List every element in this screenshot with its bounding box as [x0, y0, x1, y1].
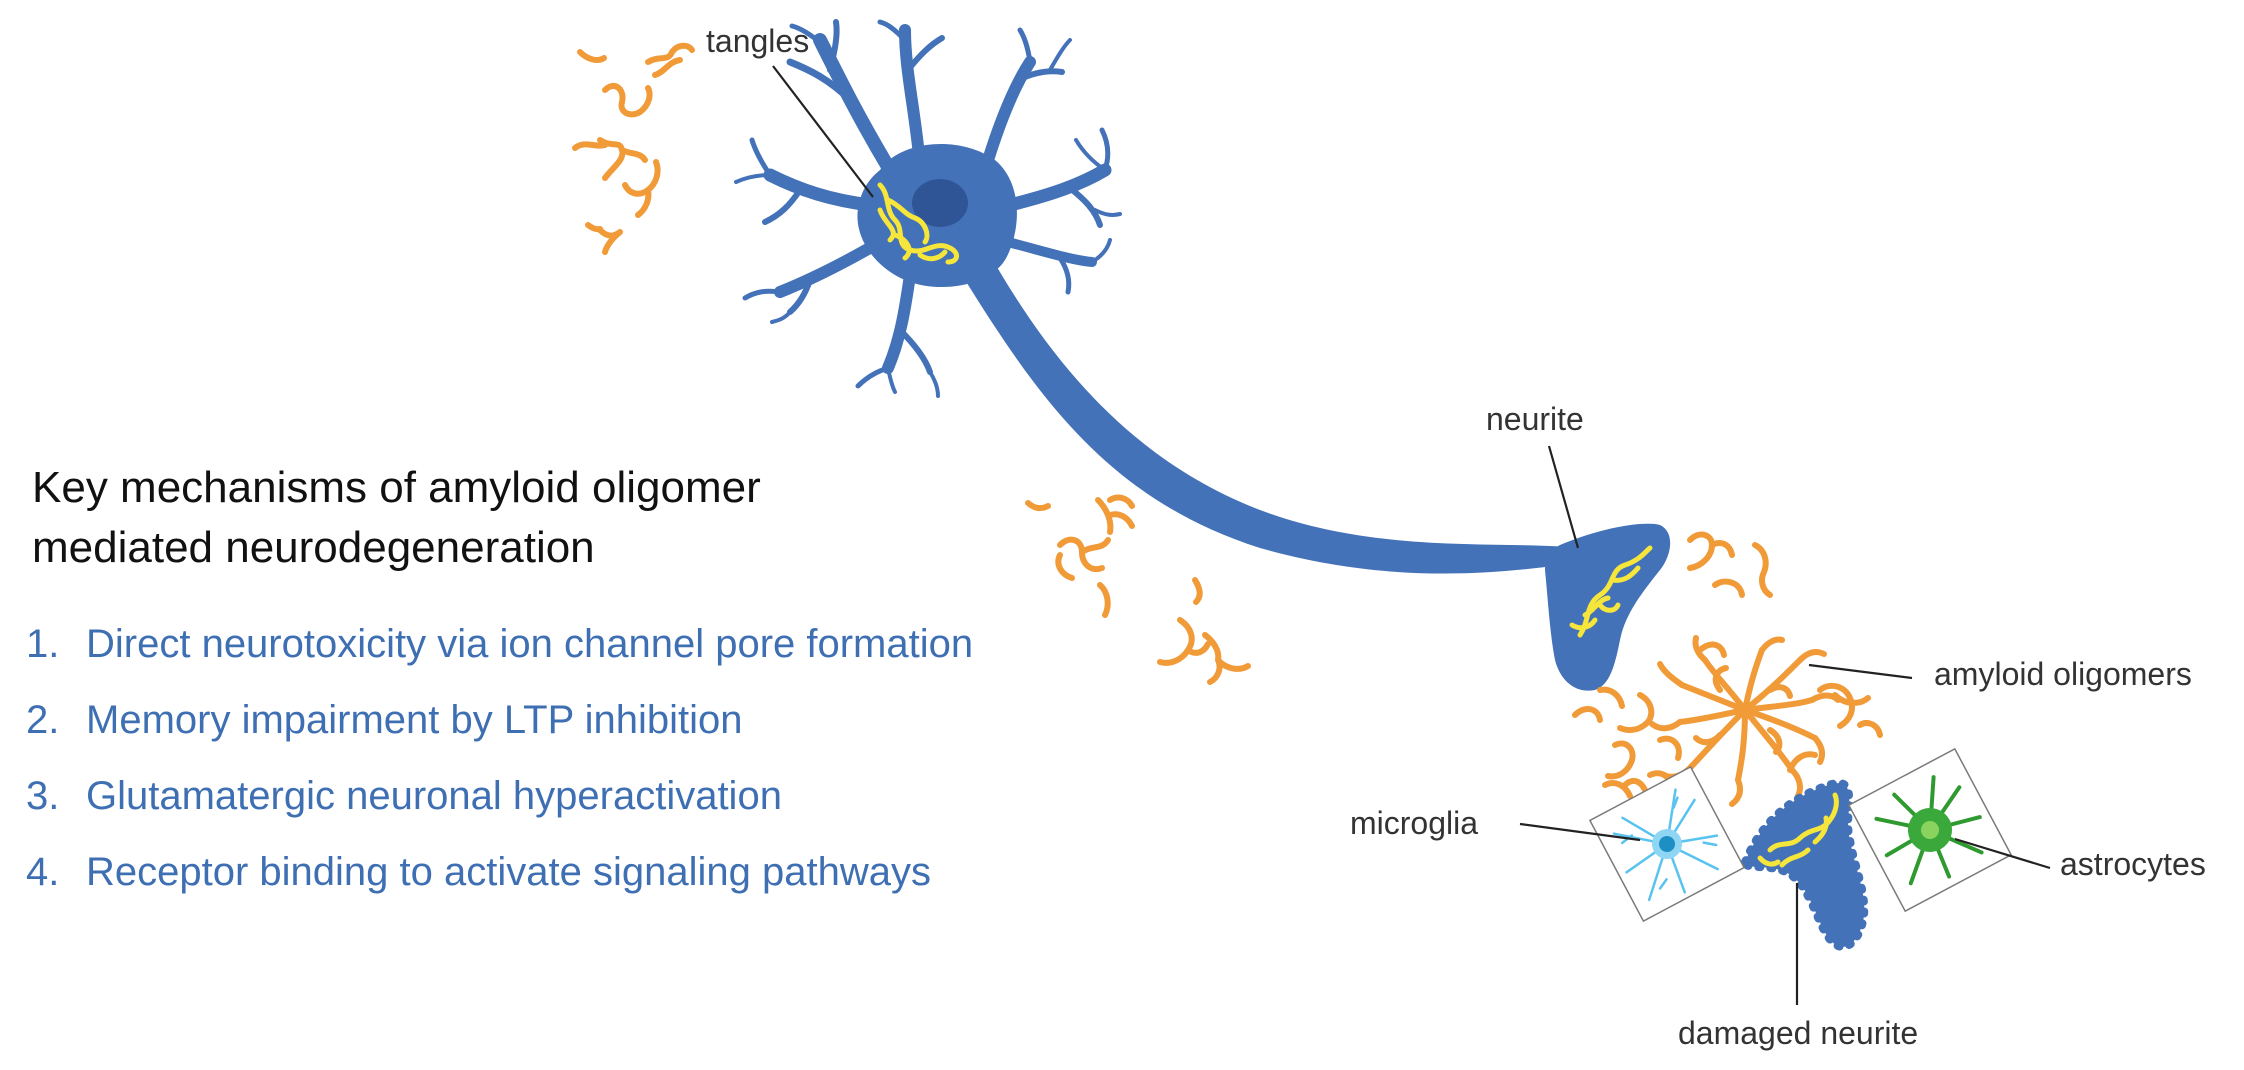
heading-line-2: mediated neurodegeneration — [32, 523, 595, 572]
amyloid-fibrils — [572, 42, 1883, 807]
neurite-tangles — [1569, 545, 1653, 638]
nucleus — [912, 179, 968, 227]
neurite-terminal — [1545, 523, 1671, 691]
label-tangles: tangles — [706, 23, 809, 59]
mechanism-number: 2. — [26, 698, 60, 742]
mechanism-item: 1. Direct neurotoxicity via ion channel p… — [26, 606, 973, 682]
microglia-cell — [1588, 765, 1746, 923]
mechanism-text: Memory impairment by LTP inhibition — [86, 698, 743, 742]
mechanism-number: 4. — [26, 850, 60, 894]
mechanism-item: 3. Glutamatergic neuronal hyperactivation — [26, 758, 973, 834]
amyloid-oligomer-cluster — [1649, 635, 1841, 807]
axon — [965, 255, 1595, 574]
mechanism-list: 1. Direct neurotoxicity via ion channel p… — [26, 606, 973, 910]
mechanism-item: 2. Memory impairment by LTP inhibition — [26, 682, 973, 758]
mechanism-text: Direct neurotoxicity via ion channel por… — [86, 622, 974, 666]
neuron — [734, 19, 1671, 691]
mechanism-number: 3. — [26, 774, 60, 818]
figure-heading: Key mechanisms of amyloid oligomer media… — [32, 458, 932, 578]
mechanism-item: 4. Receptor binding to activate signaling… — [26, 834, 973, 910]
heading-line-1: Key mechanisms of amyloid oligomer — [32, 463, 761, 512]
astrocyte-cell — [1847, 747, 2013, 913]
label-amyloid-oligomers: amyloid oligomers — [1934, 656, 2192, 692]
mechanism-text: Receptor binding to activate signaling p… — [86, 850, 931, 894]
label-neurite: neurite — [1486, 401, 1584, 437]
neuron-dendrites — [734, 19, 1122, 398]
label-damaged-neurite: damaged neurite — [1678, 1015, 1918, 1051]
soma-tangles — [877, 182, 959, 265]
leader-lines — [772, 65, 2051, 1005]
label-microglia: microglia — [1350, 805, 1478, 841]
label-astrocytes: astrocytes — [2060, 846, 2206, 882]
damaged-neurite — [1740, 779, 1869, 951]
mechanism-number: 1. — [26, 622, 60, 666]
mechanism-text: Glutamatergic neuronal hyperactivation — [86, 774, 782, 818]
